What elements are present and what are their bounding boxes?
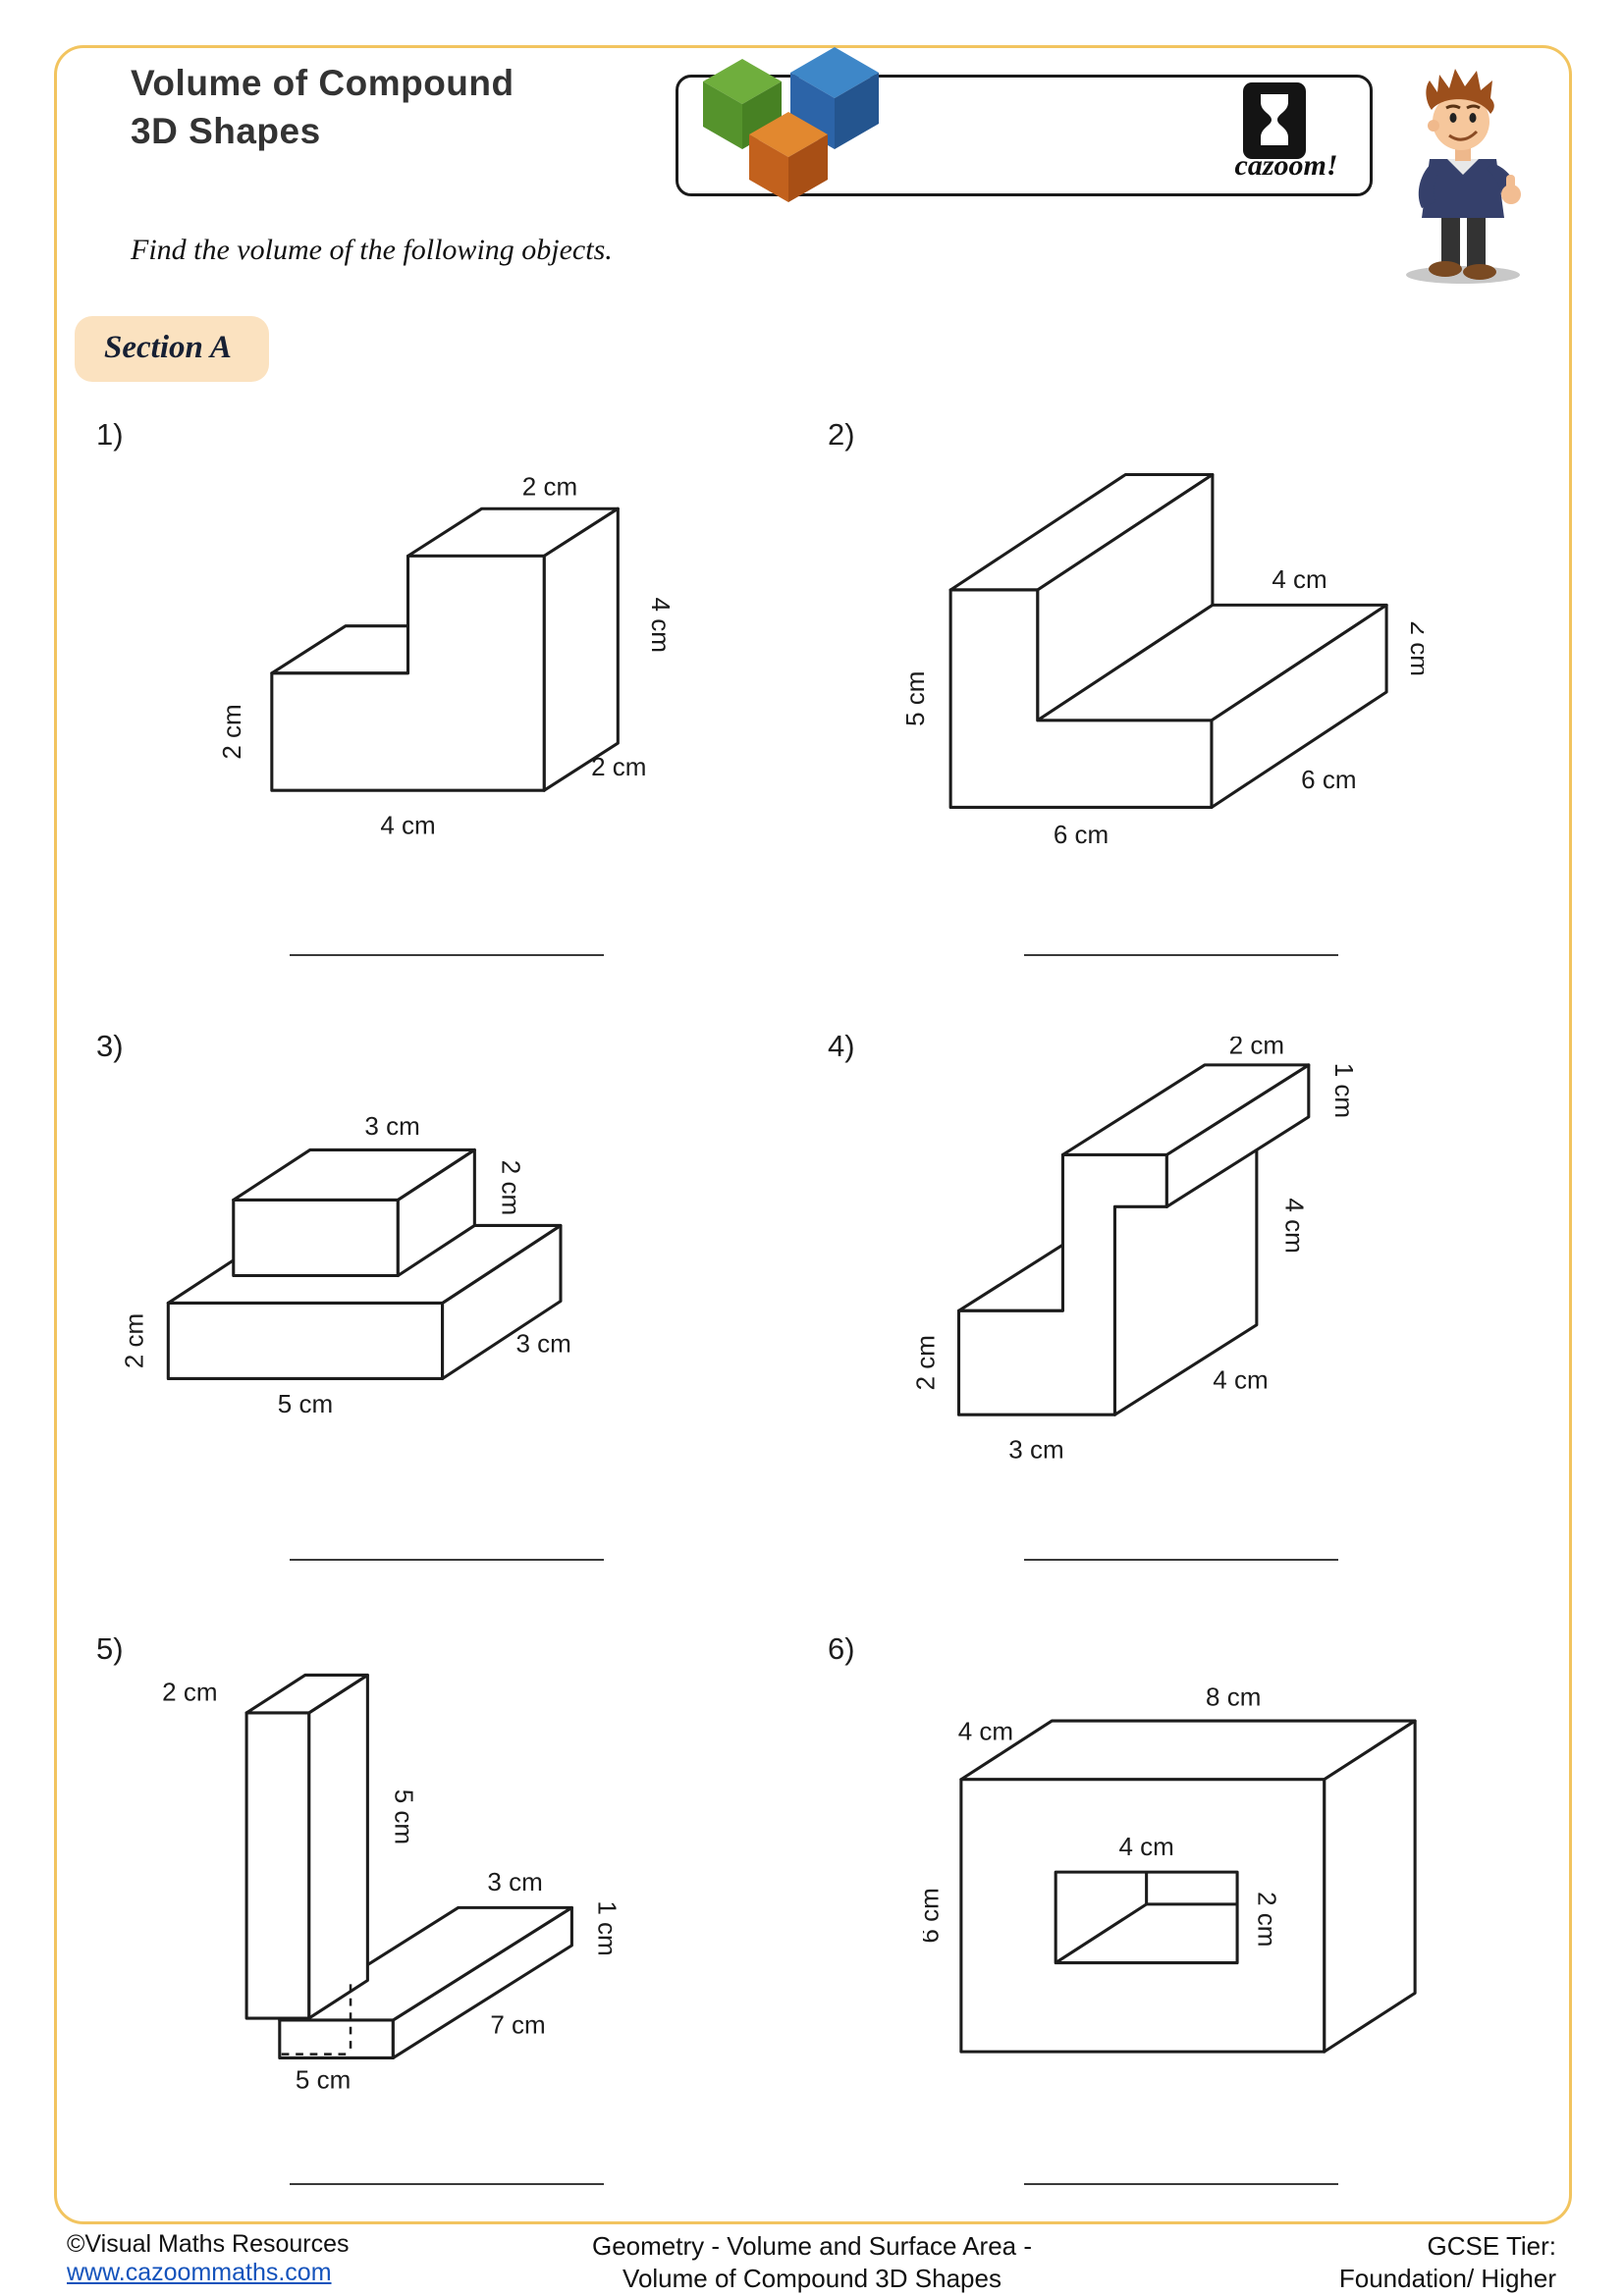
answer-line-5 (290, 2183, 604, 2185)
footer-topic-line1: Geometry - Volume and Surface Area - (592, 2231, 1032, 2261)
dim-label: 2 cm (522, 472, 577, 502)
footer-left: ©Visual Maths Resources www.cazoommaths.… (67, 2230, 350, 2287)
answer-line-2 (1024, 954, 1338, 956)
dim-label: 3 cm (515, 1329, 570, 1359)
shape-2-figure: 5 cm 4 cm 2 cm 6 cm 6 cm (900, 472, 1424, 845)
dim-label: 2 cm (1229, 1037, 1284, 1059)
dim-label: 2 cm (217, 704, 246, 759)
instruction-text: Find the volume of the following objects… (131, 234, 613, 266)
tier-value: Foundation/ Higher (1338, 2264, 1556, 2293)
dim-label: 2 cm (119, 1313, 148, 1368)
dim-label: 4 cm (646, 598, 676, 653)
hourglass-icon (1261, 94, 1288, 145)
dim-label: 8 cm (1206, 1682, 1261, 1712)
section-a-badge: Section A (75, 316, 269, 382)
dim-label: 2 cm (162, 1677, 217, 1706)
cubes-logo (703, 47, 879, 202)
copyright-text: ©Visual Maths Resources (67, 2230, 350, 2258)
footer-right: GCSE Tier: Foundation/ Higher (1164, 2230, 1556, 2295)
dim-label: 2 cm (1405, 621, 1424, 676)
dim-label: 4 cm (958, 1716, 1013, 1745)
problem-1-number: 1) (96, 417, 124, 452)
answer-line-3 (290, 1559, 604, 1561)
page-title: Volume of Compound 3D Shapes (131, 59, 514, 155)
mascot-illustration (1406, 69, 1521, 284)
dim-label: 1 cm (1329, 1063, 1359, 1118)
dim-label: 2 cm (591, 752, 646, 781)
shape-5-figure: 2 cm 5 cm 3 cm 1 cm 7 cm 5 cm (162, 1673, 622, 2094)
dim-label: 6 cm (1054, 820, 1109, 845)
dim-label: 5 cm (278, 1389, 333, 1416)
page-title-line2: 3D Shapes (131, 111, 321, 151)
dim-label: 2 cm (911, 1335, 940, 1390)
dim-label: 4 cm (380, 811, 435, 840)
dim-label: 2 cm (1252, 1892, 1281, 1947)
mascot-shadow (1406, 266, 1520, 284)
dim-label: 4 cm (1272, 564, 1326, 594)
dim-label: 3 cm (364, 1111, 419, 1141)
problem-4-number: 4) (828, 1029, 855, 1063)
answer-line-6 (1024, 2183, 1338, 2185)
shape-6-figure: 8 cm 4 cm 6 cm 4 cm 2 cm (923, 1682, 1417, 2054)
problem-2-number: 2) (828, 417, 855, 452)
dim-label: 4 cm (1118, 1832, 1173, 1861)
problem-5-number: 5) (96, 1631, 124, 1666)
dim-label: 5 cm (389, 1789, 418, 1844)
thumbs-up-hand (1501, 185, 1521, 204)
shape-3-figure: 3 cm 2 cm 2 cm 5 cm 3 cm (119, 1111, 571, 1416)
dim-label: 3 cm (1008, 1435, 1063, 1465)
dim-label: 6 cm (923, 1888, 945, 1943)
answer-line-4 (1024, 1559, 1338, 1561)
dim-label: 1 cm (592, 1900, 622, 1955)
dim-label: 4 cm (1280, 1198, 1310, 1253)
green-cube-icon (703, 59, 782, 149)
orange-cube-icon (749, 112, 828, 202)
answer-line-1 (290, 954, 604, 956)
problem-6-number: 6) (828, 1631, 855, 1666)
dim-label: 3 cm (487, 1867, 542, 1896)
cazoom-logo-mark (1243, 82, 1306, 159)
dim-label: 5 cm (296, 2064, 351, 2094)
footer-center: Geometry - Volume and Surface Area - Vol… (491, 2230, 1133, 2295)
website-link[interactable]: www.cazoommaths.com (67, 2259, 332, 2286)
footer-topic-line2: Volume of Compound 3D Shapes (623, 2264, 1001, 2293)
tier-label: GCSE Tier: (1427, 2231, 1556, 2261)
shape-4-figure: 2 cm 1 cm 4 cm 4 cm 2 cm 3 cm (911, 1037, 1359, 1465)
dim-label: 7 cm (490, 2009, 545, 2039)
page-border (54, 45, 1572, 2224)
dim-label: 2 cm (496, 1160, 525, 1215)
dim-label: 4 cm (1213, 1364, 1268, 1394)
dim-label: 6 cm (1301, 765, 1356, 794)
brand-wordmark: cazoom! (1234, 149, 1338, 182)
problem-3-number: 3) (96, 1029, 124, 1063)
shape-1-figure: 2 cm 4 cm 2 cm 2 cm 4 cm (217, 472, 676, 840)
section-a-label: Section A (104, 330, 232, 365)
dim-label: 5 cm (900, 671, 930, 726)
page-title-line1: Volume of Compound (131, 63, 514, 103)
